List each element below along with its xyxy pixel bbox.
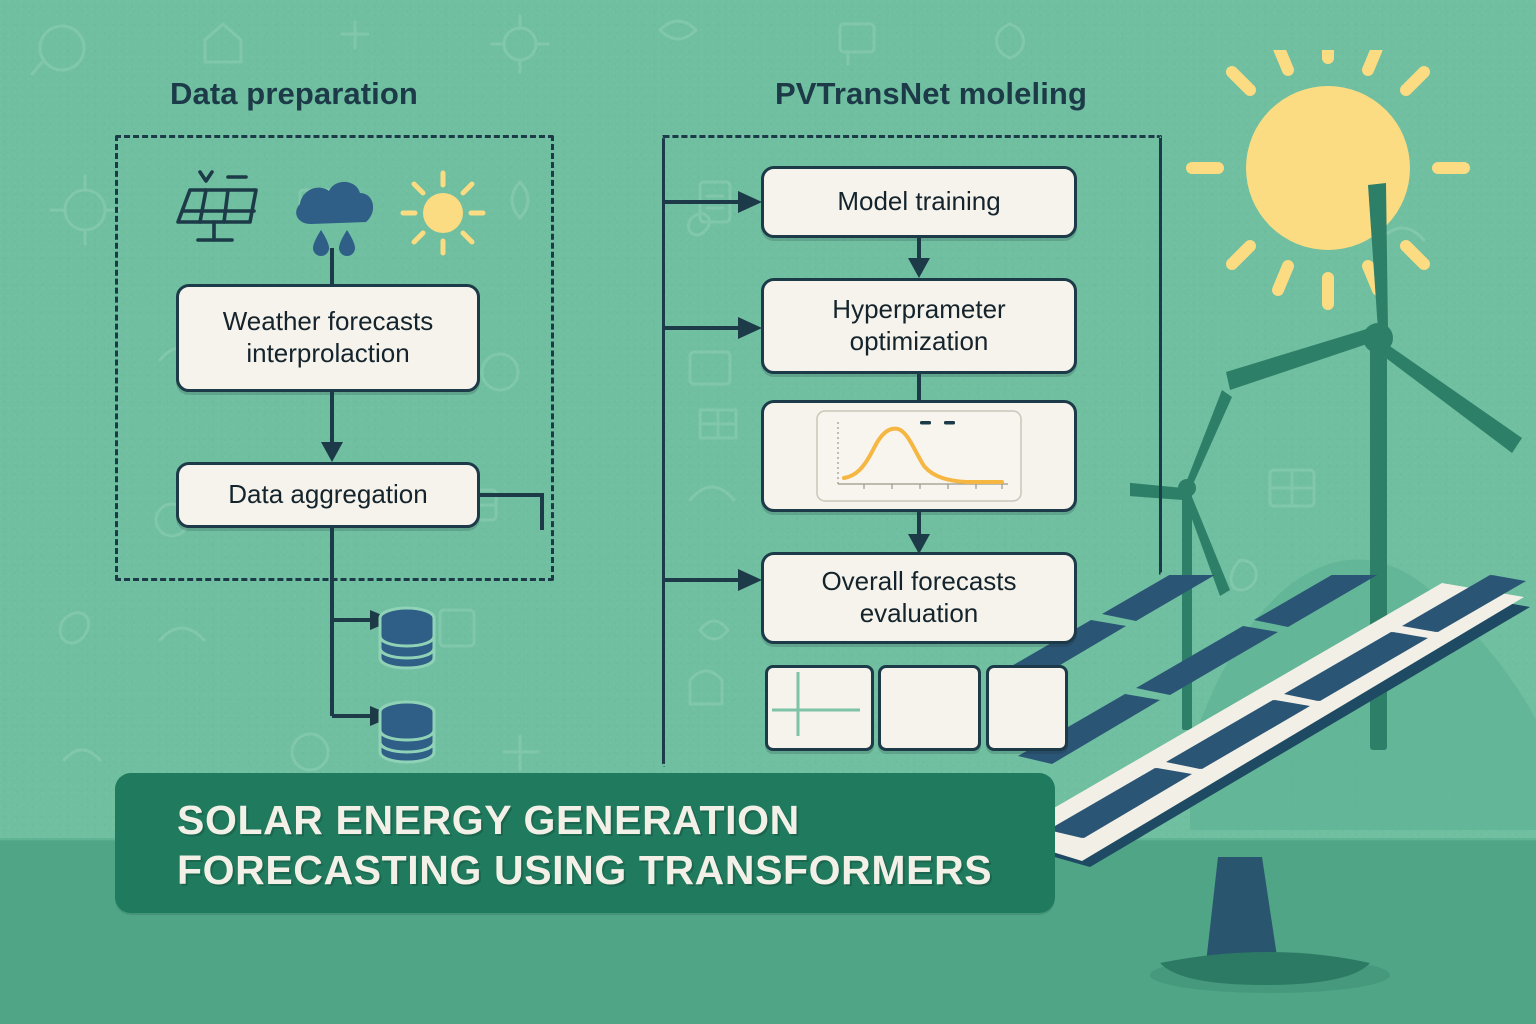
chart-preview-box[interactable] <box>761 400 1077 512</box>
result-tile-blank-2[interactable] <box>986 665 1068 751</box>
step-box-overall-forecasts-evaluation[interactable]: Overall forecasts evaluation <box>761 552 1077 644</box>
step-box-model-training[interactable]: Model training <box>761 166 1077 238</box>
connector-feed-hyperparameter <box>664 317 762 339</box>
connector-feed-evaluation <box>664 569 762 591</box>
tile-axes-icon <box>772 672 860 736</box>
dashed-group-modeling-left <box>662 135 665 767</box>
banner-line-2: FORECASTING USING TRANSFORMERS <box>177 847 993 894</box>
connector-hyperparameter-to-chart <box>917 372 921 402</box>
step-box-hyperparameter-optimization[interactable]: Hyperprameter optimization <box>761 278 1077 374</box>
panel-base <box>1160 952 1370 985</box>
panel-post <box>1206 857 1278 963</box>
dashed-group-modeling-top <box>662 135 1160 138</box>
solar-panel-icon <box>176 170 258 242</box>
connector-chart-to-evaluation <box>908 510 930 554</box>
connector-aggregation-to-right <box>478 493 544 530</box>
distribution-chart <box>816 410 1022 502</box>
banner-text: SOLAR ENERGY GENERATION FORECASTING USIN… <box>177 795 1037 895</box>
result-tile-blank-1[interactable] <box>878 665 981 751</box>
database-icon-2 <box>378 700 436 764</box>
sun-icon <box>400 170 486 256</box>
title-banner: SOLAR ENERGY GENERATION FORECASTING USIN… <box>115 773 1055 913</box>
banner-line-1: SOLAR ENERGY GENERATION <box>177 797 800 843</box>
column-title-left: Data preparation <box>170 76 418 111</box>
connector-feed-model-training <box>664 191 762 213</box>
step-box-data-aggregation[interactable]: Data aggregation <box>176 462 480 528</box>
database-icon-1 <box>378 606 436 670</box>
step-box-weather-forecasts[interactable]: Weather forecasts interprolaction <box>176 284 480 392</box>
result-tile-plot[interactable] <box>765 665 874 751</box>
rain-cloud-icon <box>296 181 374 256</box>
wind-turbine-small <box>1130 390 1232 730</box>
panel-face <box>990 575 1526 861</box>
sun-graphic <box>1186 50 1470 310</box>
connector-weather-to-aggregation <box>321 390 343 462</box>
dashed-group-data-preparation <box>115 135 554 581</box>
connector-training-to-hyperparameter <box>908 236 930 278</box>
dashed-group-modeling-right <box>1159 135 1162 575</box>
connector-aggregation-to-databases <box>330 526 394 726</box>
column-title-right: PVTransNet moleling <box>775 76 1087 111</box>
solar-panel-graphic <box>990 575 1530 993</box>
